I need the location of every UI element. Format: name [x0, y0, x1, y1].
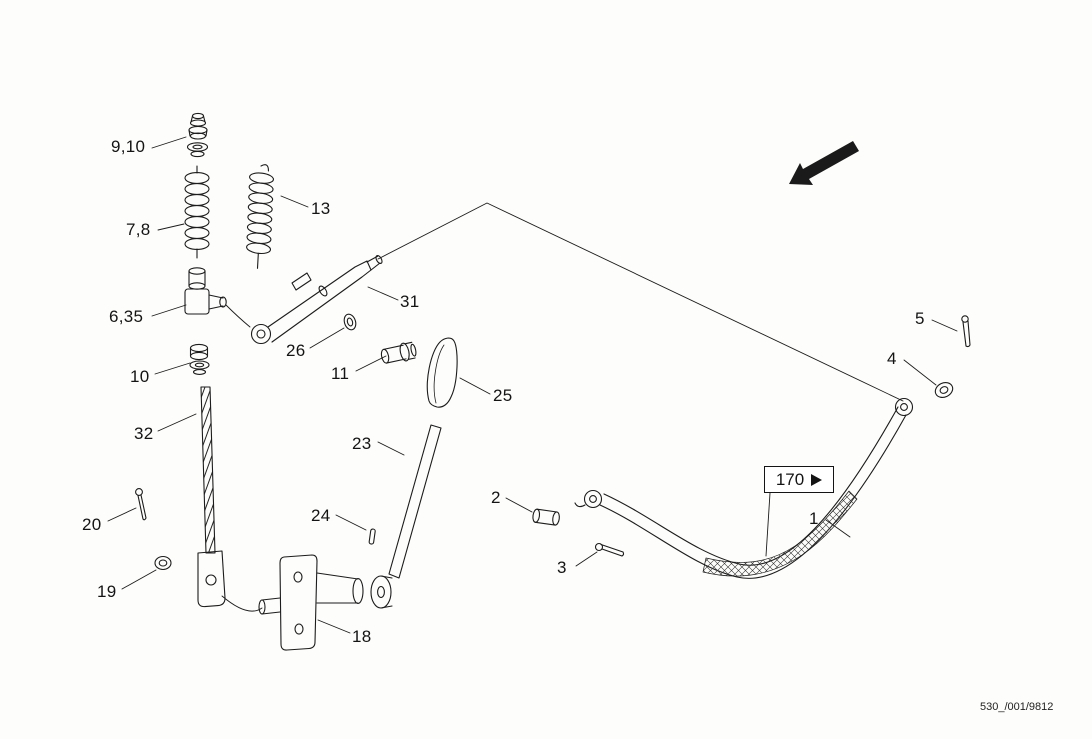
part-cotter-pin-5 [961, 315, 971, 348]
part-pad-25 [426, 337, 458, 408]
part-spring-7-8 [184, 165, 210, 259]
direction-arrow-icon [789, 141, 859, 185]
part-label-6-35: 6,35 [109, 307, 144, 326]
part-washer-4 [934, 382, 954, 398]
part-label-18: 18 [352, 627, 372, 646]
part-cotter-pin-20 [135, 488, 147, 521]
part-pin-24 [368, 528, 376, 545]
part-pin-2 [532, 508, 560, 526]
callout-170: 170 [764, 466, 834, 493]
part-label-20: 20 [82, 515, 102, 534]
drawing-reference: 530_/001/9812 [980, 701, 1054, 713]
part-label-32: 32 [134, 424, 154, 443]
right-triangle-icon [811, 473, 823, 486]
part-label-31: 31 [400, 292, 420, 311]
part-washer-26 [343, 313, 357, 331]
part-label-10: 10 [130, 367, 150, 386]
part-bracket-18 [221, 554, 364, 651]
part-label-26: 26 [286, 341, 306, 360]
leader-lines [107, 136, 958, 634]
part-washer-19 [154, 555, 172, 571]
part-label-13: 13 [311, 199, 331, 218]
part-label-1: 1 [809, 509, 819, 528]
part-label-19: 19 [97, 582, 117, 601]
part-band-1 [574, 397, 914, 579]
part-label-9-10: 9,10 [111, 137, 146, 156]
part-label-3: 3 [557, 558, 567, 577]
part-label-2: 2 [491, 488, 501, 507]
part-pin-11 [380, 341, 417, 364]
callout-170-number: 170 [775, 469, 805, 489]
part-lever-31 [250, 254, 383, 345]
part-rod-32 [197, 386, 226, 608]
part-label-5: 5 [915, 309, 925, 328]
part-stack-9-10 [186, 112, 209, 158]
part-label-25: 25 [493, 386, 513, 405]
part-lever-23 [370, 424, 442, 609]
part-spring-13 [246, 164, 274, 269]
part-label-24: 24 [311, 506, 331, 525]
part-label-11: 11 [331, 364, 350, 383]
part-label-7-8: 7,8 [126, 220, 151, 239]
part-label-23: 23 [352, 434, 372, 453]
part-label-4: 4 [887, 349, 897, 368]
part-cotter-pin-3 [594, 542, 625, 557]
part-nut-10 [189, 343, 210, 375]
part-joint-6-35 [184, 267, 251, 328]
